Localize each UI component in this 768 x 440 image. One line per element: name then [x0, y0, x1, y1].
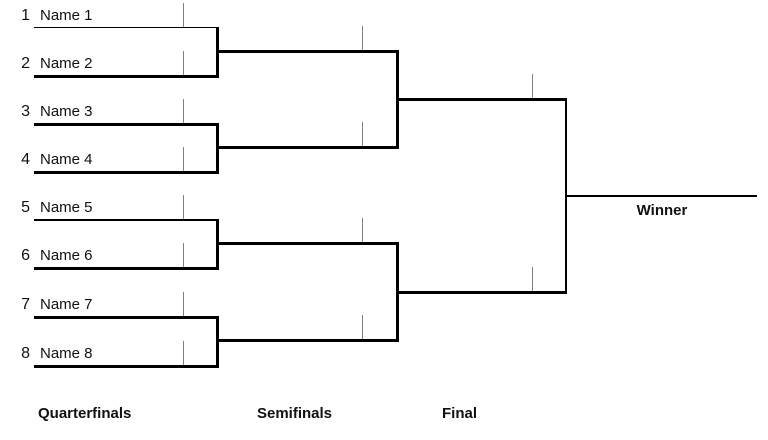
final-slot-tick [532, 74, 533, 98]
entry-tick [183, 99, 184, 123]
entry-name: Name 2 [40, 55, 93, 72]
entry-line [34, 267, 219, 270]
final-slot-tick [532, 267, 533, 291]
semifinal-slot-line [216, 242, 399, 245]
semifinal-slot-tick [362, 218, 363, 242]
entry-line [34, 219, 219, 221]
entry-tick [183, 147, 184, 171]
seed-label: 1 [21, 7, 30, 24]
final-slot-line [396, 291, 567, 294]
entry-name: Name 3 [40, 103, 93, 120]
final-connector [565, 98, 567, 294]
seed-label: 6 [21, 247, 30, 264]
seed-label: 4 [21, 151, 30, 168]
entry-name: Name 7 [40, 296, 93, 313]
entry-tick [183, 243, 184, 267]
semifinal-slot-tick [362, 315, 363, 339]
semifinal-slot-line [216, 50, 399, 53]
entry-name: Name 4 [40, 151, 93, 168]
entry-line [34, 75, 219, 78]
semifinal-slot-tick [362, 122, 363, 146]
final-slot-line [396, 98, 567, 101]
entry-line [34, 316, 219, 319]
seed-label: 7 [21, 296, 30, 313]
entry-name: Name 5 [40, 199, 93, 216]
semifinal-slot-tick [362, 26, 363, 50]
entry-line [34, 365, 219, 368]
entry-tick [183, 51, 184, 75]
round-label-semifinals: Semifinals [257, 405, 333, 422]
entry-line [34, 171, 219, 174]
quarterfinal-connector [216, 316, 219, 368]
entry-name: Name 8 [40, 345, 93, 362]
seed-label: 5 [21, 199, 30, 216]
winner-label: Winner [636, 202, 688, 219]
entry-tick [183, 3, 184, 27]
winner-line [567, 195, 757, 197]
seed-label: 2 [21, 55, 30, 72]
entry-line [34, 123, 219, 126]
entry-tick [183, 341, 184, 365]
entry-name: Name 6 [40, 247, 93, 264]
entry-name: Name 1 [40, 7, 93, 24]
entry-line [34, 27, 219, 28]
semifinal-slot-line [216, 146, 399, 149]
semifinal-slot-line [216, 339, 399, 342]
entry-tick [183, 195, 184, 219]
round-label-final: Final [442, 405, 478, 422]
round-label-quarterfinals: Quarterfinals [38, 405, 132, 422]
entry-tick [183, 292, 184, 316]
seed-label: 8 [21, 345, 30, 362]
seed-label: 3 [21, 103, 30, 120]
